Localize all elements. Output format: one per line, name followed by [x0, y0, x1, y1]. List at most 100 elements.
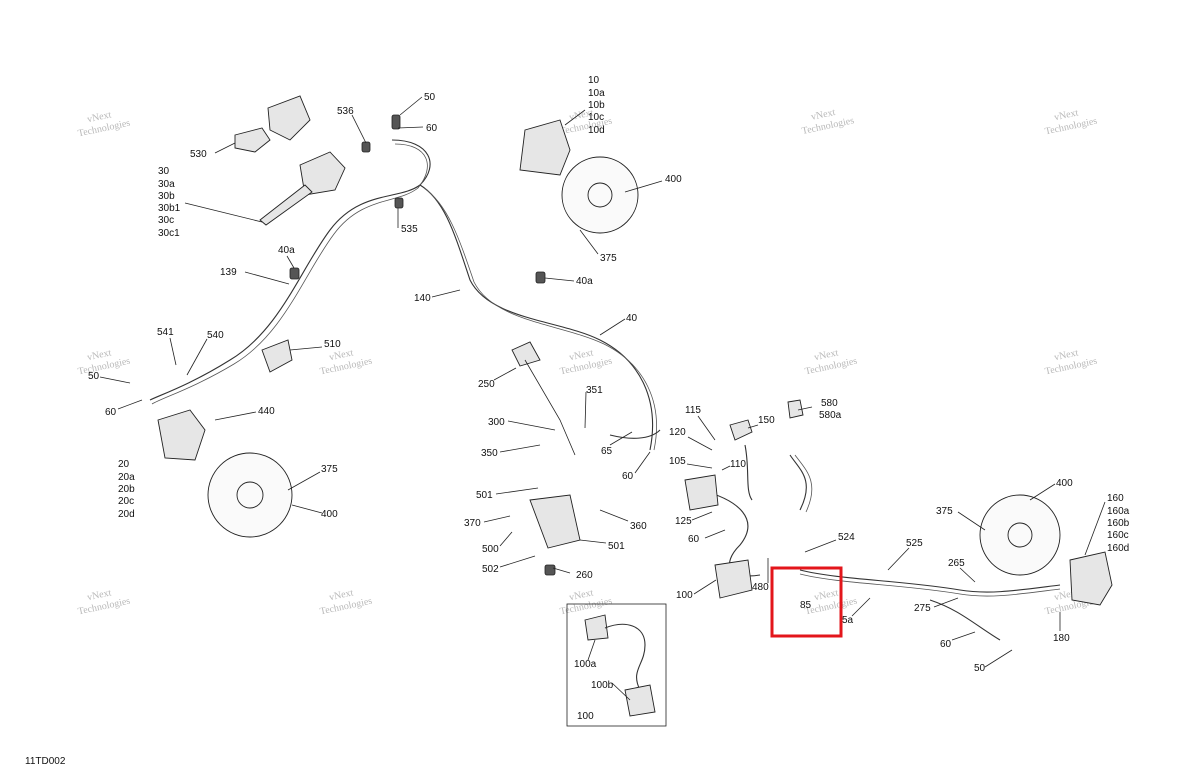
callout-40a: 40a — [278, 245, 295, 256]
callout-115: 115 — [685, 405, 701, 416]
callout-140: 140 — [414, 293, 431, 304]
callout-60: 60 — [622, 471, 634, 482]
callout-524: 524 — [838, 532, 855, 543]
callout-535: 535 — [401, 224, 418, 235]
callout-440: 440 — [258, 406, 275, 417]
callout-50: 50 — [974, 663, 986, 674]
watermark-line1: vNext — [813, 587, 839, 603]
callout-40: 40 — [626, 313, 638, 324]
callout-110: 110 — [730, 459, 746, 470]
callout-502: 502 — [482, 564, 499, 575]
callout-530: 530 — [190, 149, 207, 160]
callout-20b: 20b — [118, 484, 135, 495]
callout-10b: 10b — [588, 100, 605, 111]
callout-160d: 160d — [1107, 543, 1129, 554]
callout-125: 125 — [675, 516, 692, 527]
callout-139: 139 — [220, 267, 237, 278]
callout-30: 30 — [158, 166, 170, 177]
watermark-line1: vNext — [810, 107, 836, 123]
watermark-line1: vNext — [568, 347, 594, 363]
watermark-line1: vNext — [86, 109, 112, 125]
callout-160a: 160a — [1107, 506, 1130, 517]
callout-100: 100 — [676, 590, 693, 601]
watermark-line1: vNext — [86, 347, 112, 363]
callout-580a: 580a — [819, 410, 842, 421]
callout-60: 60 — [940, 639, 952, 650]
watermark-line1: vNext — [568, 107, 594, 123]
callout-510: 510 — [324, 339, 341, 350]
highlight-box — [770, 566, 843, 638]
callout-60: 60 — [105, 407, 117, 418]
callout-265: 265 — [948, 558, 965, 569]
watermark-line1: vNext — [1053, 347, 1079, 363]
callout-375: 375 — [936, 506, 953, 517]
callout-50: 50 — [88, 371, 100, 382]
callout-160b: 160b — [1107, 518, 1130, 529]
watermark-line1: vNext — [1053, 107, 1079, 123]
watermark-line1: vNext — [813, 347, 839, 363]
callout-250: 250 — [478, 379, 495, 390]
callout-180: 180 — [1053, 633, 1070, 644]
callout-400: 400 — [1056, 478, 1073, 489]
callout-300: 300 — [488, 417, 505, 428]
brake-lines — [149, 139, 1061, 641]
callout-350: 350 — [481, 448, 498, 459]
callout-541: 541 — [157, 327, 174, 338]
callout-10: 10 — [588, 75, 600, 86]
callout-500: 500 — [482, 544, 499, 555]
callout-375: 375 — [321, 464, 338, 475]
inset-frame — [566, 603, 667, 727]
callout-100b: 100b — [591, 680, 614, 691]
callout-501: 501 — [608, 541, 625, 552]
callout-150: 150 — [758, 415, 775, 426]
callout-60: 60 — [688, 534, 700, 545]
callout-30c1: 30c1 — [158, 228, 180, 239]
callout-400: 400 — [321, 509, 338, 520]
callout-40a: 40a — [576, 276, 593, 287]
watermark-line1: vNext — [568, 587, 594, 603]
callout-30b: 30b — [158, 191, 175, 202]
callout-540: 540 — [207, 330, 224, 341]
callout-351: 351 — [586, 385, 603, 396]
callout-20d: 20d — [118, 509, 135, 520]
callout-360: 360 — [630, 521, 647, 532]
diagram-code: 11TD002 — [25, 756, 66, 767]
part-shapes — [157, 95, 1113, 606]
callout-160: 160 — [1107, 493, 1124, 504]
callout-5a: 5a — [842, 615, 854, 626]
callout-10c: 10c — [588, 112, 604, 123]
callout-20: 20 — [118, 459, 130, 470]
callout-85: 85 — [800, 600, 812, 611]
callout-10a: 10a — [588, 88, 605, 99]
callout-60: 60 — [426, 123, 438, 134]
callout-525: 525 — [906, 538, 923, 549]
callout-100: 100 — [577, 711, 594, 722]
callout-370: 370 — [464, 518, 481, 529]
callout-536: 536 — [337, 106, 354, 117]
callout-160c: 160c — [1107, 530, 1129, 541]
callout-20a: 20a — [118, 472, 135, 483]
callout-375: 375 — [600, 253, 617, 264]
callout-275: 275 — [914, 603, 931, 614]
callout-30b1: 30b1 — [158, 203, 181, 214]
callout-480: 480 — [752, 582, 769, 593]
callout-120: 120 — [669, 427, 686, 438]
callout-10d: 10d — [588, 125, 605, 136]
callout-501: 501 — [476, 490, 493, 501]
callout-260: 260 — [576, 570, 593, 581]
watermark-line1: vNext — [328, 347, 354, 363]
callout-100a: 100a — [574, 659, 597, 670]
callout-400: 400 — [665, 174, 682, 185]
callout-labels: 50 536 60 530 30 30a 30b 30b1 30c 30c1 5… — [88, 75, 1130, 722]
leader-lines — [99, 96, 1106, 668]
callout-30a: 30a — [158, 179, 175, 190]
watermark-line1: vNext — [328, 587, 354, 603]
callout-30c: 30c — [158, 215, 174, 226]
inset-panel-100 — [566, 603, 667, 727]
callout-50: 50 — [424, 92, 436, 103]
callout-105: 105 — [669, 456, 686, 467]
callout-20c: 20c — [118, 496, 134, 507]
callout-580: 580 — [821, 398, 838, 409]
